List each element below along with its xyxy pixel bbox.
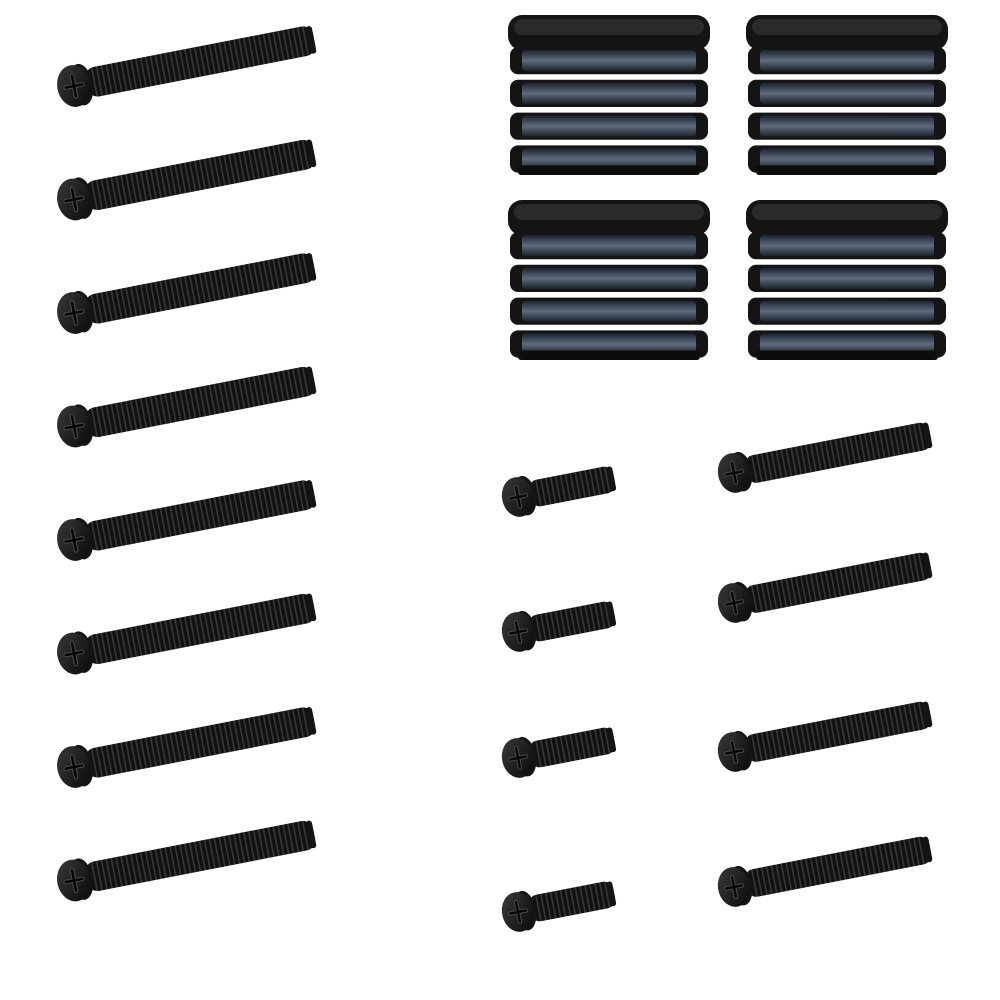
screw-icon <box>501 466 617 517</box>
screw-icon <box>717 422 933 493</box>
screw-icon <box>57 593 317 675</box>
long-screw-group <box>57 26 317 902</box>
medium-screw-group <box>717 422 933 907</box>
screw-icon <box>57 253 317 334</box>
screw-icon <box>57 139 317 221</box>
end-cap-icon <box>746 15 948 175</box>
end-cap-icon <box>508 15 710 175</box>
screw-icon <box>57 480 317 561</box>
end-cap-group <box>508 15 948 360</box>
end-cap-icon <box>508 200 710 360</box>
screw-icon <box>717 552 933 623</box>
screw-icon <box>501 601 617 652</box>
screw-icon <box>57 366 317 448</box>
screw-icon <box>57 820 317 902</box>
screw-icon <box>717 836 933 907</box>
screw-icon <box>717 701 933 772</box>
short-screw-group <box>501 466 617 932</box>
screw-icon <box>57 707 317 788</box>
screw-icon <box>501 881 617 932</box>
screw-icon <box>57 26 317 107</box>
end-cap-icon <box>746 200 948 360</box>
screw-icon <box>501 727 617 778</box>
